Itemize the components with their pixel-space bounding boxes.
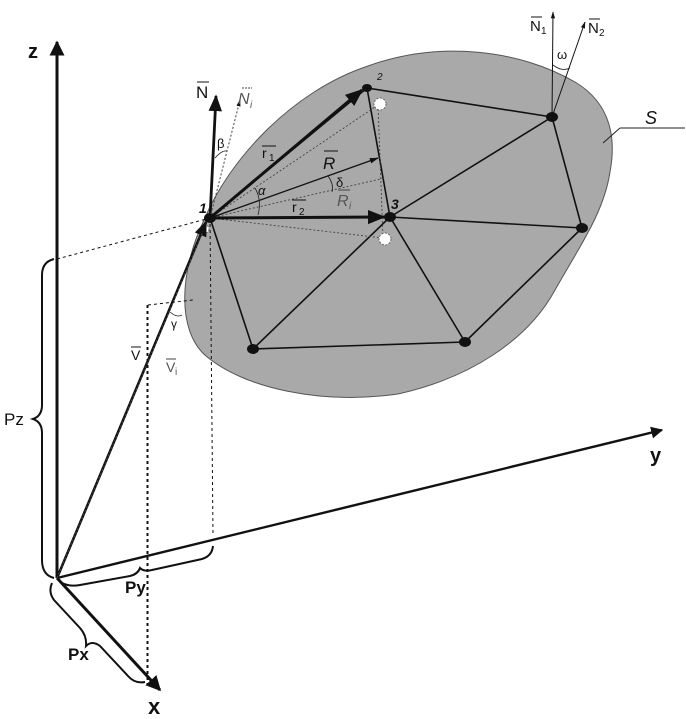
omega-arc	[552, 64, 571, 70]
V-i-label: V	[166, 359, 176, 375]
r1-vector	[209, 88, 364, 220]
n2-vector	[551, 21, 586, 118]
node-bottom-right	[459, 337, 471, 347]
node-2-label: 2	[376, 72, 383, 83]
projection-lines	[56, 217, 214, 686]
beta-label: β	[217, 136, 224, 151]
x-axis	[55, 576, 162, 692]
n2-sub: 2	[599, 28, 605, 39]
delta-label: δ	[336, 175, 343, 190]
py-brace	[61, 545, 214, 587]
delta-arc	[327, 175, 333, 193]
n1-sub: 1	[541, 26, 547, 37]
y-axis	[56, 426, 664, 580]
py-label: Py	[125, 578, 146, 597]
r2-label: r	[292, 199, 297, 215]
construction-dotted	[209, 104, 386, 239]
V-i-vector	[56, 230, 204, 579]
gamma-label: γ	[171, 317, 177, 331]
alpha-arc	[254, 187, 260, 216]
normal-i-sub: i	[250, 100, 253, 111]
z-axis-label: z	[28, 41, 38, 63]
px-label: Px	[68, 645, 89, 664]
r2-vector	[209, 209, 386, 225]
V-label: V	[131, 347, 141, 363]
alpha-label: α	[258, 183, 266, 198]
normal-i-label: N	[238, 91, 250, 108]
beta-arc	[214, 150, 228, 159]
r2-sub: 2	[299, 207, 305, 218]
R-i-sub: i	[349, 201, 352, 212]
node-2	[362, 84, 372, 92]
node-3	[384, 212, 396, 222]
node-right	[576, 223, 588, 233]
y-axis-label: y	[650, 445, 662, 467]
normal-i-vector	[209, 99, 241, 219]
R-i-label: R	[337, 193, 349, 210]
node-3-label: 3	[391, 196, 399, 212]
pz-label: Pz	[4, 410, 24, 429]
R-vector	[209, 157, 379, 219]
n1-vector	[550, 11, 556, 118]
node-bottom-left	[247, 344, 259, 354]
surface-leader	[602, 127, 621, 144]
n1-label: N	[530, 18, 541, 35]
normal-vector	[208, 94, 222, 219]
gamma-arc	[169, 311, 183, 317]
node-1-label: 1	[199, 200, 207, 216]
px-brace	[49, 582, 146, 684]
ghost-node-3	[378, 232, 392, 246]
r1-label: r	[262, 145, 267, 161]
ghost-node-2	[373, 97, 387, 111]
surface-label: S	[645, 108, 657, 128]
V-i-sub: i	[175, 367, 177, 378]
r1-sub: 1	[269, 153, 275, 164]
n2-label: N	[588, 20, 599, 37]
pz-brace	[29, 258, 55, 579]
R-label: R	[323, 154, 335, 173]
omega-label: ω	[557, 47, 567, 62]
x-axis-label: x	[148, 694, 161, 719]
normal-label: N	[196, 83, 208, 102]
